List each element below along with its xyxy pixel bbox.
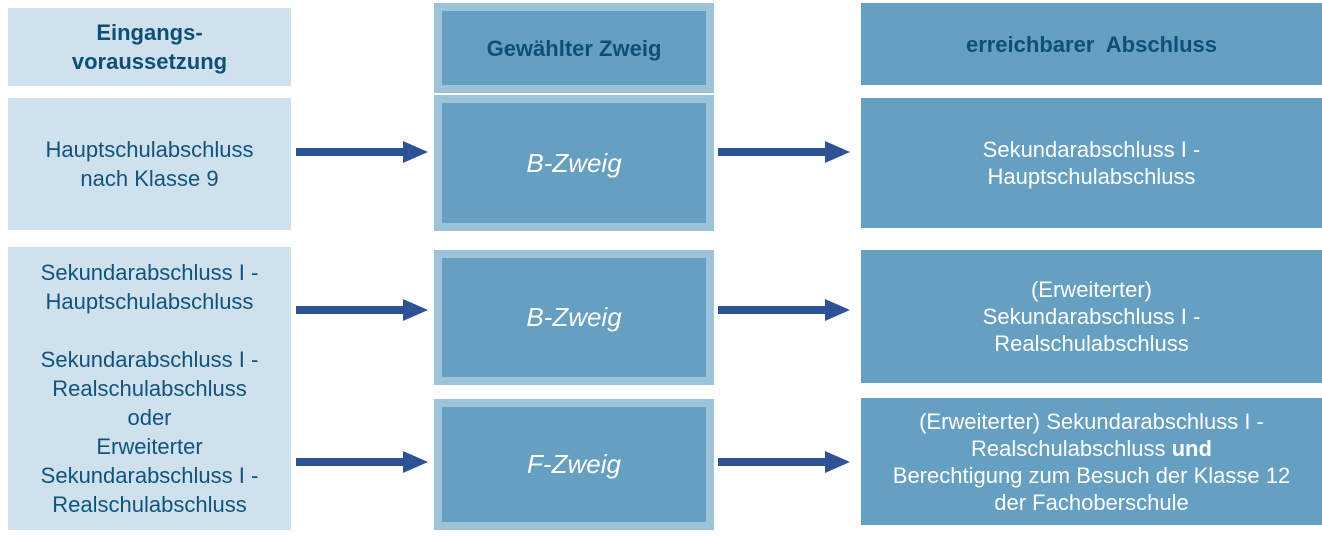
arrow-right-icon [718, 141, 850, 163]
outcome-text-part2: Berechtigung zum Besuch der Klasse 12 de… [892, 462, 1291, 515]
entry-box-sekundarabschluss-varianten: Sekundarabschluss I - Hauptschulabschlus… [8, 247, 291, 530]
branch-box-b-zweig-2: B-Zweig [434, 250, 714, 385]
arrow-head [825, 141, 850, 163]
arrow-right-icon [718, 451, 850, 473]
arrow-right-icon [296, 299, 428, 321]
branch-box-b-zweig-2-label: B-Zweig [526, 302, 622, 332]
branch-box-b-zweig-1: B-Zweig [434, 95, 714, 231]
entry-box-hauptschulabschluss-klasse9: Hauptschulabschluss nach Klasse 9 [8, 98, 291, 230]
arrow-head [403, 451, 428, 473]
entry-box-hauptschulabschluss-klasse9-label: Hauptschulabschluss nach Klasse 9 [45, 137, 254, 191]
arrow-head [825, 299, 850, 321]
outcome-box-realschulabschluss-fachoberschule-label: (Erweiterter) Sekundarabschluss I - Real… [893, 408, 1290, 516]
branch-box-f-zweig: F-Zweig [434, 399, 714, 530]
outcome-text-part1: (Erweiterter) Sekundarabschluss I - Real… [919, 408, 1264, 461]
outcome-text-und-bold: und [1171, 435, 1212, 461]
arrow-shaft [718, 458, 825, 466]
outcome-box-sek1-hauptschulabschluss-label: Sekundarabschluss I - Hauptschulabschlus… [982, 137, 1201, 189]
arrow-shaft [718, 306, 825, 314]
branch-box-f-zweig-label: F-Zweig [527, 449, 621, 479]
branch-box-b-zweig-1-label: B-Zweig [526, 147, 622, 178]
arrow-shaft [296, 148, 403, 156]
arrow-head [403, 141, 428, 163]
outcome-box-realschulabschluss-fachoberschule: (Erweiterter) Sekundarabschluss I - Real… [861, 398, 1322, 525]
arrow-head [403, 299, 428, 321]
arrow-shaft [296, 458, 403, 466]
outcome-box-sek1-realschulabschluss: (Erweiterter) Sekundarabschluss I - Real… [861, 250, 1322, 383]
column-header-eingangsvoraussetzung: Eingangs- voraussetzung [8, 8, 291, 86]
arrow-right-icon [296, 451, 428, 473]
column-header-erreichbarer-abschluss: erreichbarer Abschluss [861, 3, 1322, 85]
arrow-head [825, 451, 850, 473]
outcome-box-sek1-realschulabschluss-label: (Erweiterter) Sekundarabschluss I - Real… [982, 277, 1201, 356]
arrow-shaft [718, 148, 825, 156]
column-header-gewaehlter-zweig-label: Gewählter Zweig [486, 35, 662, 61]
column-header-erreichbarer-abschluss-label: erreichbarer Abschluss [965, 31, 1218, 57]
entry-box-sekundarabschluss-varianten-label: Sekundarabschluss I - Hauptschulabschlus… [40, 260, 259, 517]
arrow-right-icon [296, 141, 428, 163]
outcome-box-sek1-hauptschulabschluss: Sekundarabschluss I - Hauptschulabschlus… [861, 98, 1322, 228]
column-header-gewaehlter-zweig: Gewählter Zweig [434, 3, 714, 93]
arrow-right-icon [718, 299, 850, 321]
arrow-shaft [296, 306, 403, 314]
column-header-eingangsvoraussetzung-label: Eingangs- voraussetzung [71, 20, 228, 74]
